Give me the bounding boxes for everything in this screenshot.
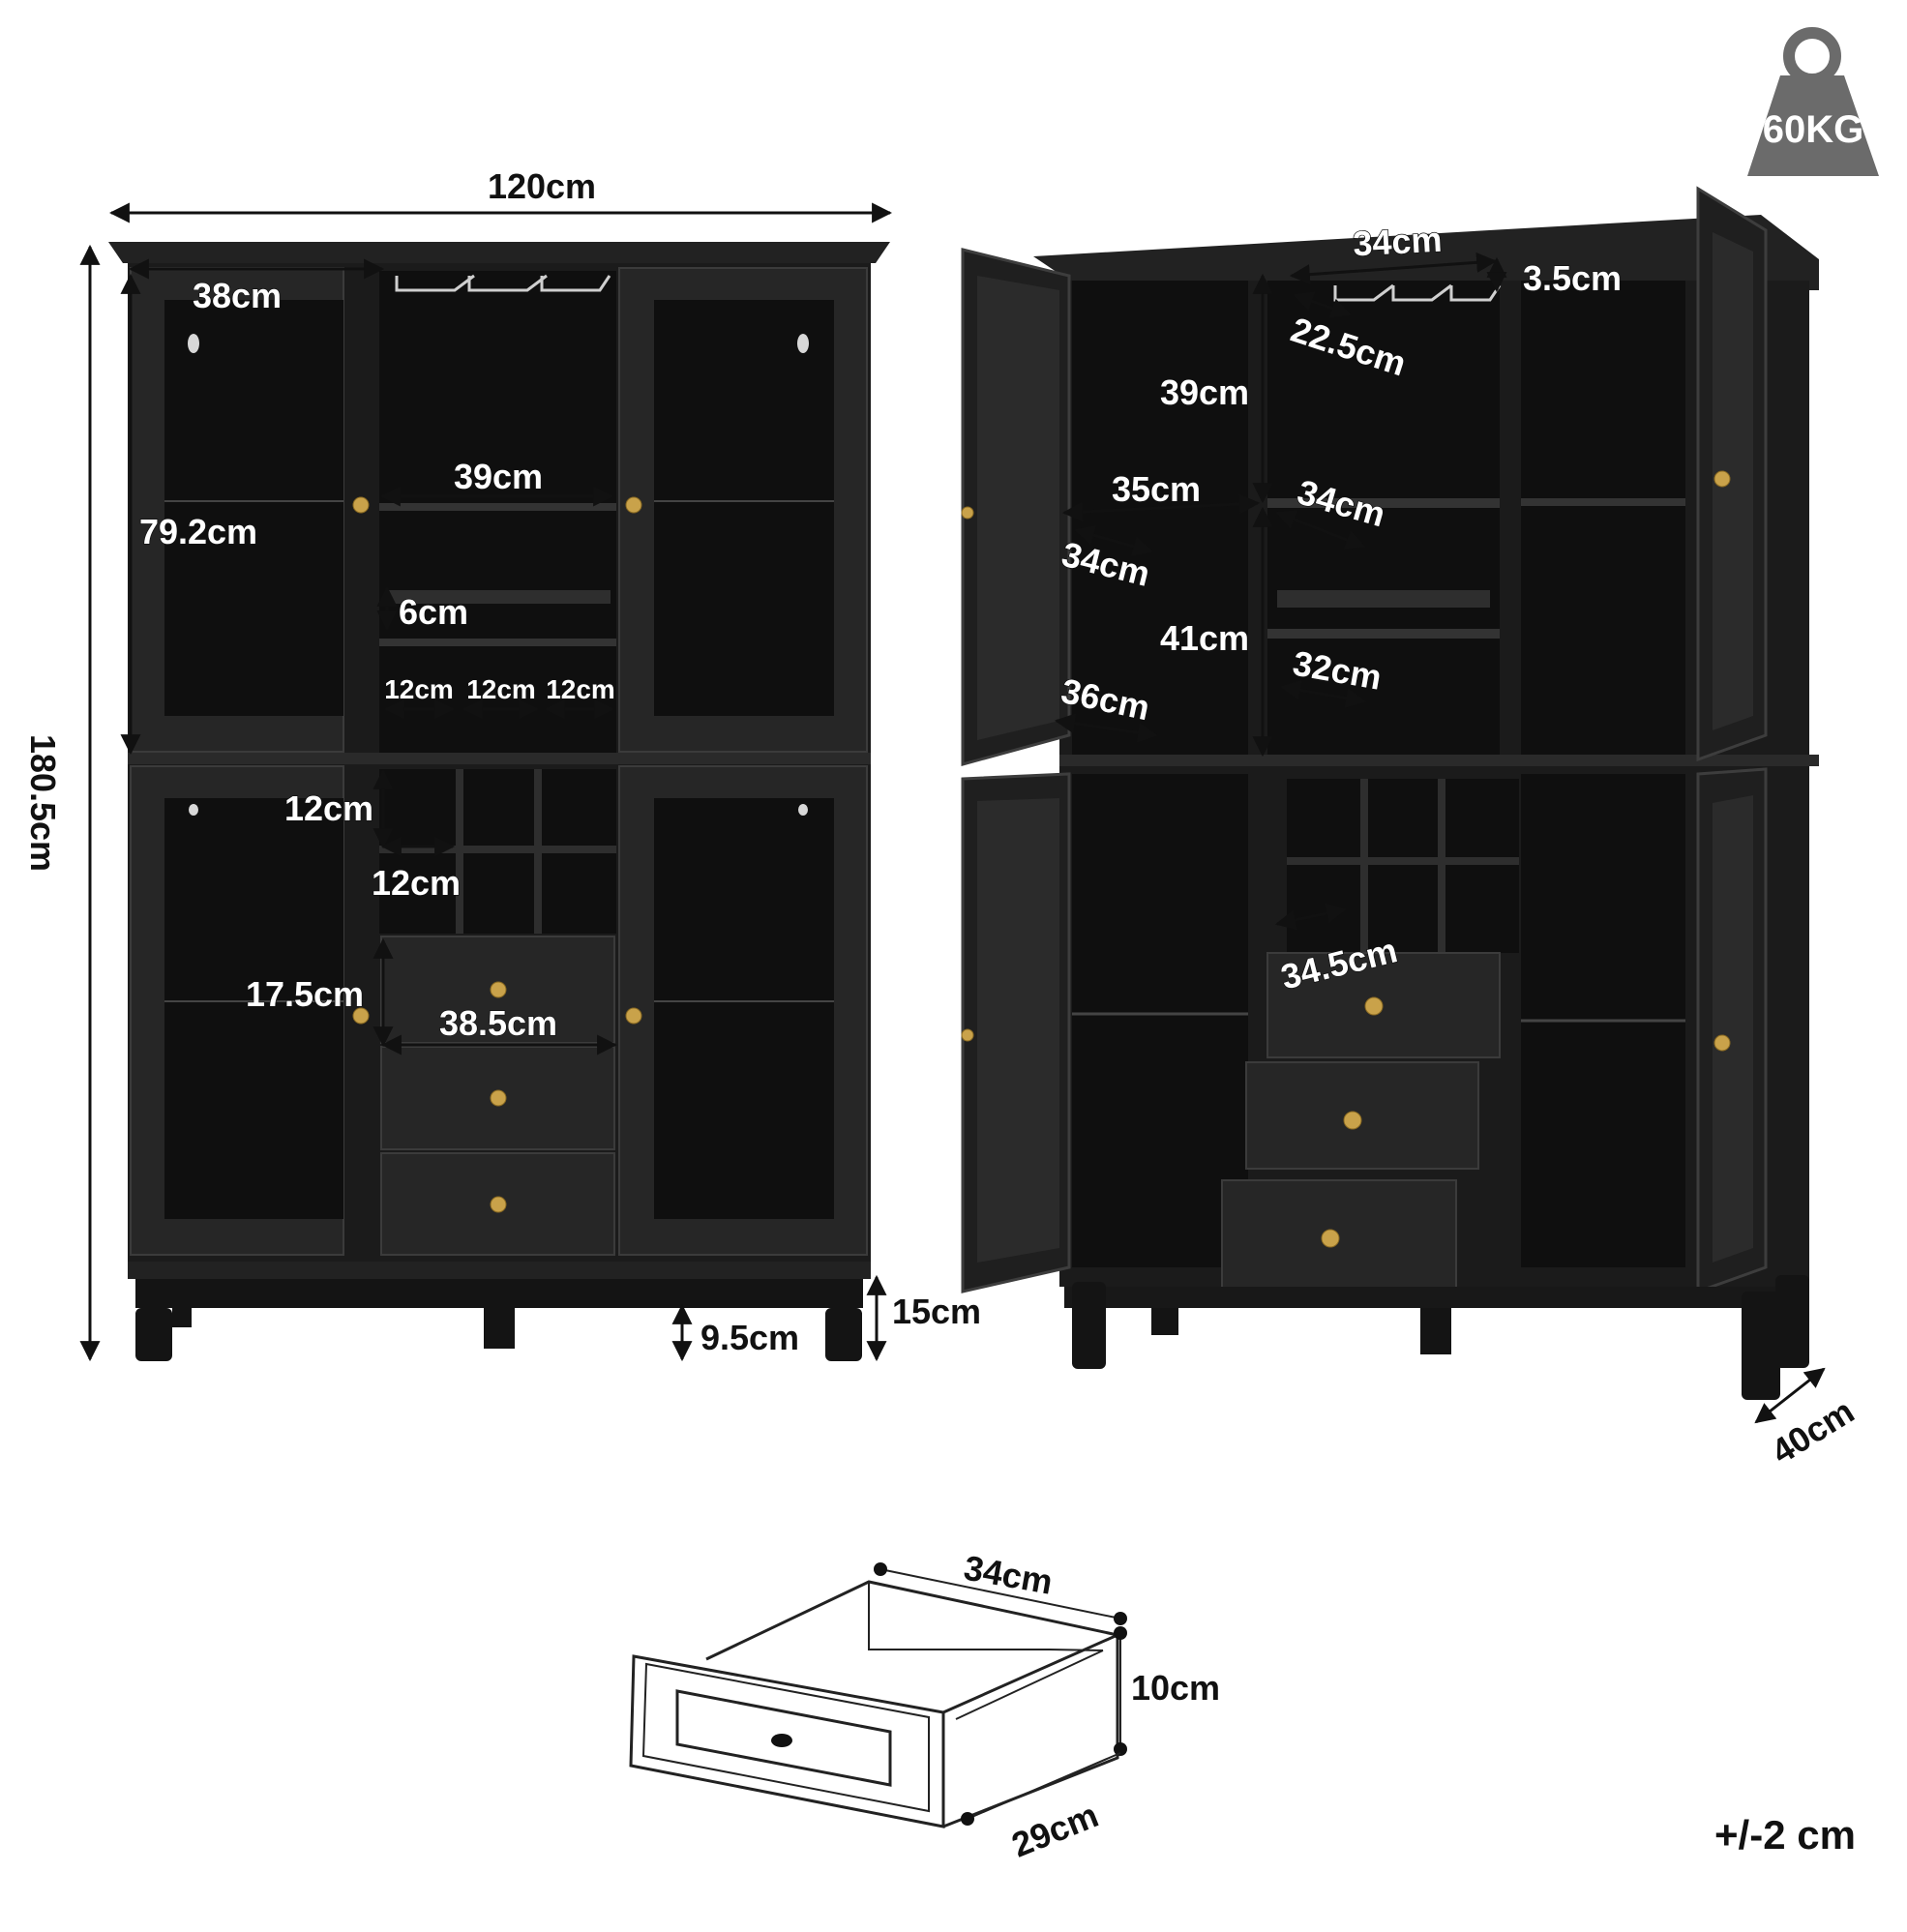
middle-shelf-width-label: 39cm: [454, 457, 543, 496]
weight-label: 60KG: [1763, 108, 1864, 151]
side-door-width-label: 38cm: [193, 276, 282, 315]
wine-slot-2-label: 12cm: [466, 674, 536, 704]
drawer-diagram: [629, 1562, 1127, 1828]
front-dimension-lines: [79, 202, 893, 1362]
lower-compartment-height-label: 41cm: [1160, 618, 1249, 658]
tolerance-label: +/-2 cm: [1714, 1812, 1856, 1858]
base-height-label: 15cm: [892, 1292, 981, 1331]
glass-rack-width-label: 34cm: [1352, 220, 1443, 264]
overall-height-label: 180.5cm: [23, 734, 63, 872]
wine-slot-1-label: 12cm: [384, 674, 454, 704]
glass-rack-height-label: 3.5cm: [1523, 258, 1622, 298]
drawer-width-label-2: 29cm: [1006, 1795, 1104, 1865]
cube-height-label: 12cm: [284, 788, 373, 828]
drawer-width-label: 38.5cm: [439, 1003, 557, 1043]
drawer-height-label: 17.5cm: [246, 974, 364, 1014]
top-compartment-height-label: 39cm: [1160, 372, 1249, 412]
drawer-height-label-2: 10cm: [1131, 1668, 1220, 1708]
leg-height-label: 9.5cm: [700, 1318, 799, 1357]
cube-width-label: 12cm: [372, 863, 461, 903]
overall-width-label: 120cm: [488, 166, 596, 206]
front-view-cabinet: [108, 242, 890, 1361]
drawer-length-label: 34cm: [961, 1548, 1056, 1602]
weight-icon: 60KG: [1747, 27, 1879, 176]
side-shelf-width-label: 35cm: [1112, 469, 1201, 509]
wine-slot-3-label: 12cm: [546, 674, 615, 704]
rail-height-label: 6cm: [399, 592, 468, 632]
upper-door-height-label: 79.2cm: [139, 512, 257, 551]
open-dimension-lines: [1054, 252, 1826, 1424]
